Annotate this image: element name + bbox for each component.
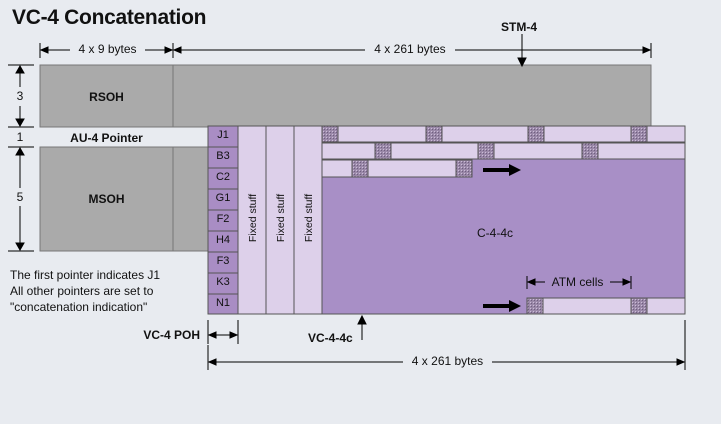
rsoh-label: RSOH — [89, 90, 124, 104]
hatched-markers — [321, 125, 648, 315]
note-line-3: "concatenation indication" — [10, 300, 148, 314]
poh-byte-j1: J1 — [217, 129, 229, 141]
stm4-payload-block — [172, 64, 652, 128]
msoh-extension — [172, 146, 209, 252]
strip-row-3 — [321, 159, 473, 178]
container-label: C-4-4c — [476, 226, 513, 240]
dimension-lines — [8, 34, 686, 370]
fixed-stuff-label-3: Fixed stuff — [303, 193, 315, 243]
poh-byte-f3: F3 — [216, 255, 230, 267]
pointer-arrows — [483, 164, 521, 312]
msoh-rows-label: 5 — [16, 190, 24, 204]
atm-strip — [526, 297, 686, 315]
overhead-width-label: 4 x 9 bytes — [78, 42, 137, 56]
stm4-label: STM-4 — [501, 20, 537, 34]
pointer-rows-label: 1 — [16, 130, 24, 144]
poh-byte-f2: F2 — [216, 213, 230, 225]
fixed-stuff-label-2: Fixed stuff — [275, 193, 287, 243]
au4-pointer-label: AU-4 Pointer — [70, 131, 143, 145]
msoh-label: MSOH — [88, 192, 125, 206]
vc4-4c-label: VC-4-4c — [308, 331, 353, 345]
rsoh-rows-label: 3 — [16, 89, 24, 103]
page-title: VC-4 Concatenation — [12, 6, 207, 29]
poh-byte-h4: H4 — [215, 234, 231, 246]
poh-byte-b3: B3 — [216, 150, 230, 162]
note-line-1: The first pointer indicates J1 — [10, 268, 161, 282]
fixed-stuff-label-1: Fixed stuff — [247, 193, 259, 243]
payload-width-label: 4 x 261 bytes — [374, 42, 446, 56]
poh-byte-k3: K3 — [216, 276, 230, 288]
msoh-block — [39, 146, 174, 252]
fixed-stuff-col-3 — [293, 125, 323, 315]
atm-cells-label: ATM cells — [551, 275, 604, 289]
note-line-2: All other pointers are set to — [10, 284, 154, 298]
fixed-stuff-col-1 — [237, 125, 267, 315]
rsoh-block — [39, 64, 174, 128]
poh-byte-g1: G1 — [215, 192, 231, 204]
poh-byte-n1: N1 — [215, 297, 231, 309]
poh-byte-c2: C2 — [215, 171, 231, 183]
fixed-stuff-col-2 — [265, 125, 295, 315]
poh-column — [207, 125, 239, 315]
bottom-width-label: 4 x 261 bytes — [411, 354, 484, 368]
vc4-poh-label: VC-4 POH — [143, 328, 200, 342]
